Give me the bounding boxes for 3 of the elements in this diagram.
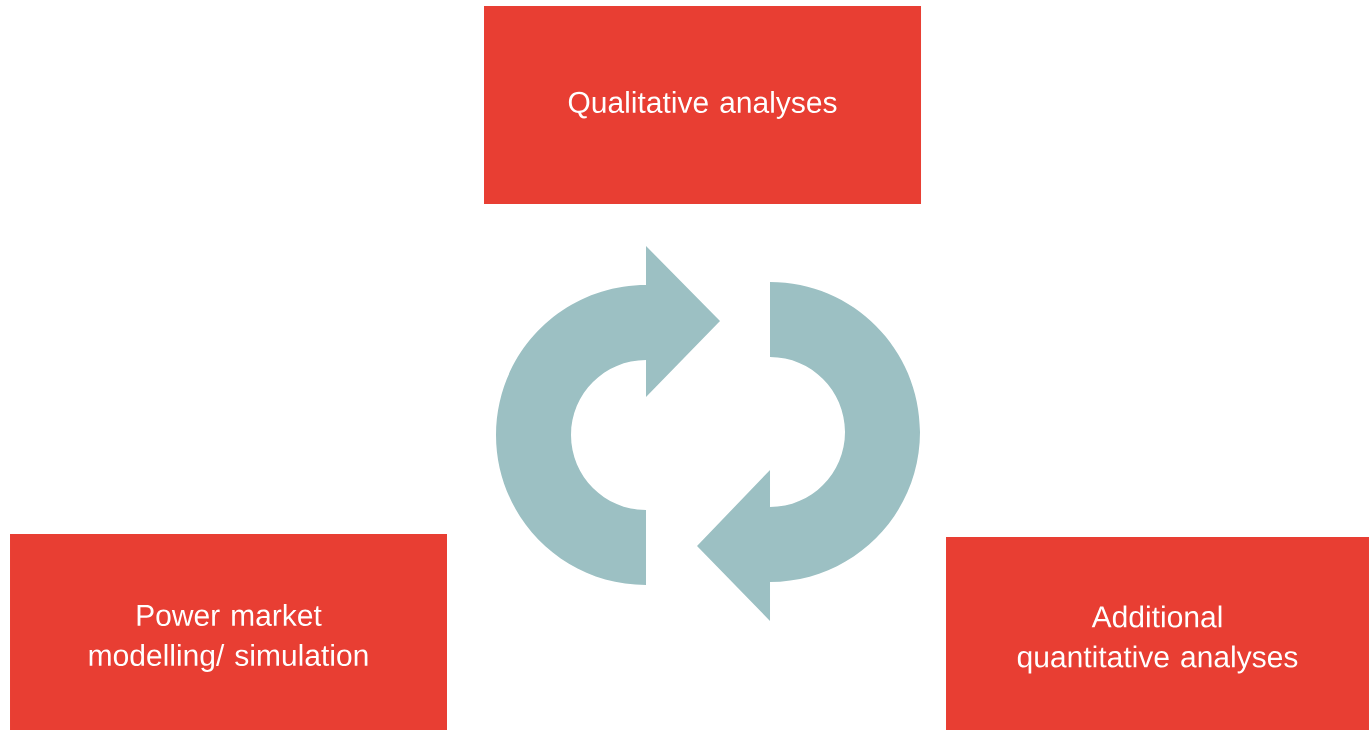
process-box: Qualitative analyses	[484, 6, 921, 204]
process-box: Power market modelling/ simulation	[10, 534, 447, 730]
process-box: Additional quantitative analyses	[946, 537, 1369, 730]
